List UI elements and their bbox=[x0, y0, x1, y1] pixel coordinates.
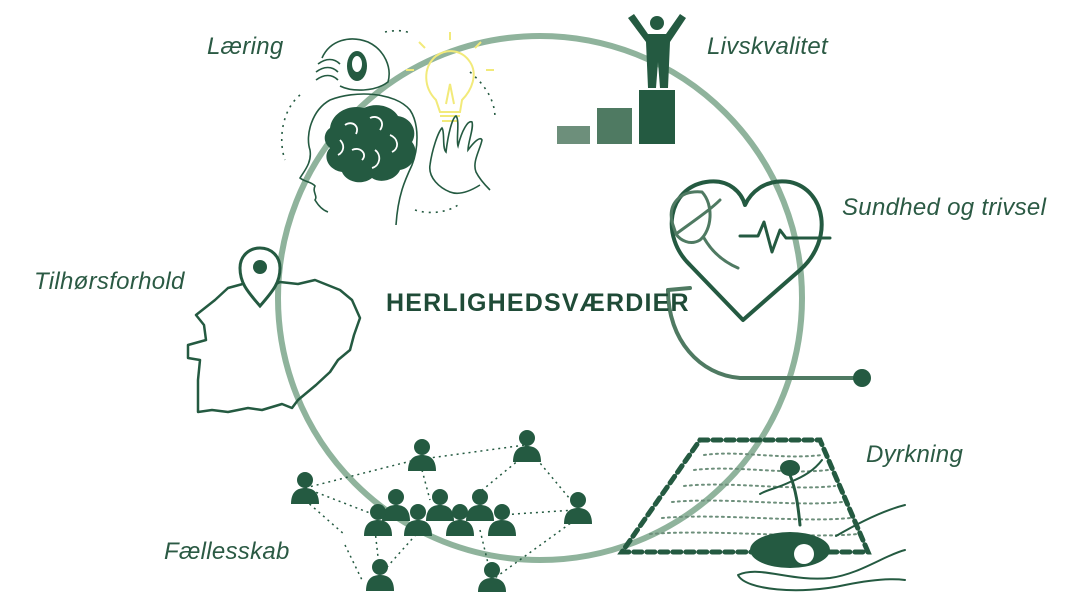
label-livskvalitet: Livskvalitet bbox=[707, 33, 828, 60]
brain-learning-icon bbox=[280, 29, 496, 226]
heart-stethoscope-icon bbox=[666, 179, 871, 387]
center-title: HERLIGHEDSVÆRDIER bbox=[386, 289, 690, 317]
map-pin-icon bbox=[186, 246, 362, 414]
podium-person-icon bbox=[557, 14, 686, 144]
label-faellesskab: Fællesskab bbox=[164, 538, 290, 565]
label-dyrkning: Dyrkning bbox=[866, 441, 964, 468]
people-network-icon bbox=[291, 430, 592, 592]
field-seedling-hand-icon bbox=[617, 437, 906, 592]
label-sundhed-og-trivsel: Sundhed og trivsel bbox=[842, 194, 1047, 221]
value-ring bbox=[275, 33, 805, 563]
label-tilhoersforhold: Tilhørsforhold bbox=[34, 268, 185, 295]
label-laering: Læring bbox=[207, 33, 284, 60]
